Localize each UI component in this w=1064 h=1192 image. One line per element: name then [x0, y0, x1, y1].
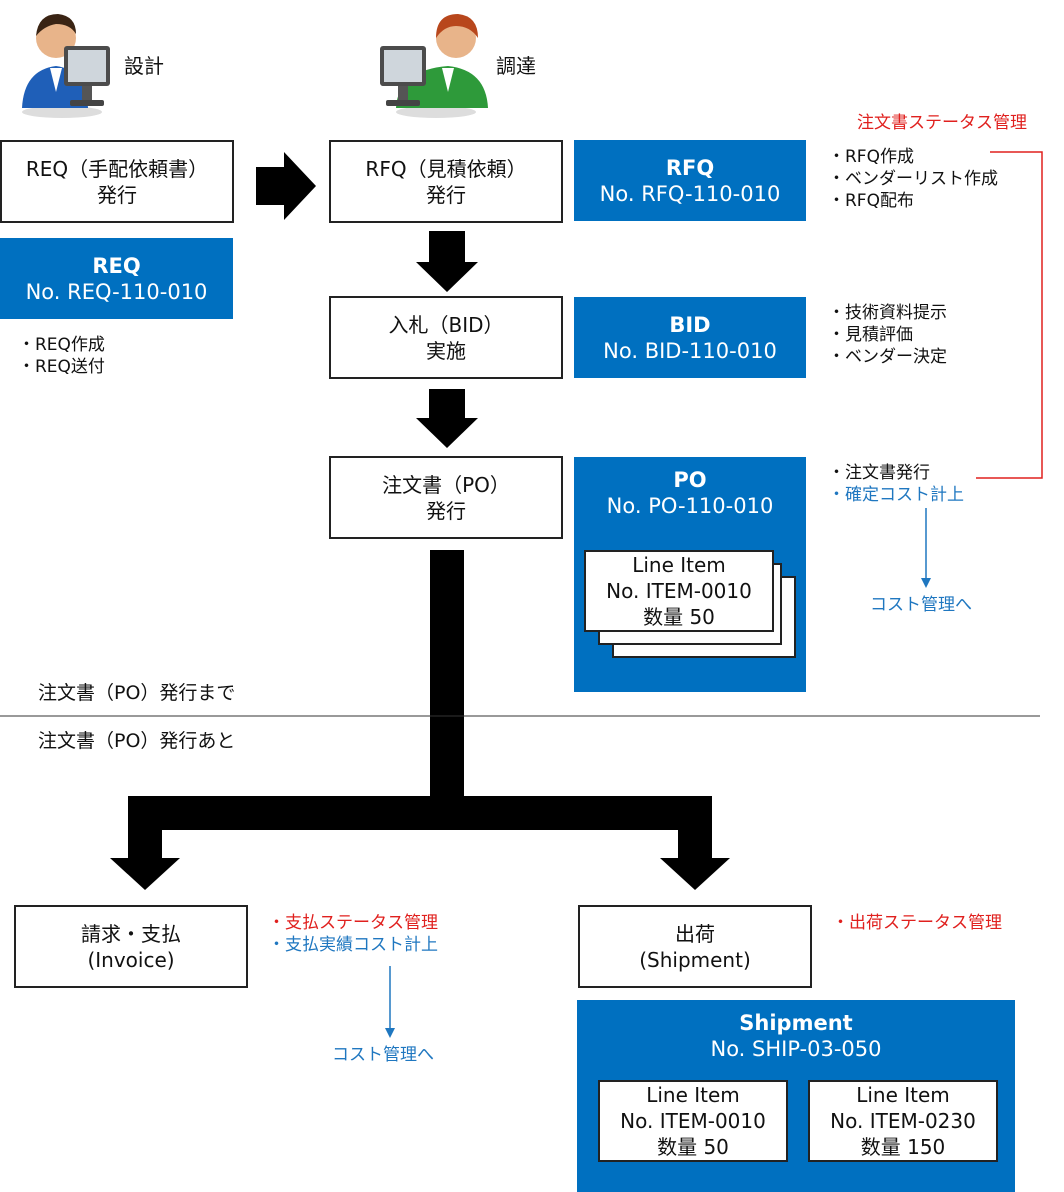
po-status-bracket: [976, 151, 1043, 479]
shipment-line-item: Line Item No. ITEM-0230 数量 150: [808, 1080, 998, 1162]
bid-box-line1: 入札（BID）: [388, 312, 504, 337]
req-doc-number: No. REQ-110-010: [25, 279, 208, 304]
cost-arrow-invoice: [385, 1028, 395, 1038]
po-line-item-qty: 数量 50: [643, 605, 715, 629]
bid-note: ・ベンダー決定: [828, 347, 947, 367]
procurement-person-icon: [380, 14, 488, 118]
po-box-line2: 発行: [426, 498, 466, 523]
req-note: ・REQ作成: [18, 335, 105, 355]
po-issue-box: 注文書（PO） 発行: [329, 456, 563, 539]
invoice-note-to-cost: コスト管理へ: [332, 1045, 434, 1065]
po-note-to-cost: コスト管理へ: [870, 595, 972, 615]
bid-note: ・技術資料提示: [828, 303, 947, 323]
invoice-box-line2: (Invoice): [87, 947, 175, 972]
invoice-box: 請求・支払 (Invoice): [14, 905, 248, 988]
po-line-item-number: No. ITEM-0010: [606, 579, 752, 603]
cost-arrow-po: [921, 578, 931, 588]
invoice-note-status: ・支払ステータス管理: [268, 913, 438, 933]
rfq-doc-title: RFQ: [665, 155, 715, 180]
rfq-note: ・RFQ作成: [828, 147, 914, 167]
rfq-box-line1: RFQ（見積依頼）: [365, 156, 527, 181]
bid-note: ・見積評価: [828, 325, 913, 345]
shipment-box-line2: (Shipment): [639, 947, 751, 972]
rfq-issue-box: RFQ（見積依頼） 発行: [329, 140, 563, 223]
shipment-box: 出荷 (Shipment): [578, 905, 812, 988]
rfq-note: ・ベンダーリスト作成: [828, 169, 998, 189]
invoice-box-line1: 請求・支払: [81, 921, 181, 946]
bid-box-line2: 実施: [426, 338, 466, 363]
po-note-fixed-cost: ・確定コスト計上: [828, 485, 964, 505]
bid-document: BID No. BID-110-010: [574, 297, 806, 378]
req-doc-title: REQ: [92, 253, 141, 278]
designer-person-icon: [22, 14, 110, 118]
shipment-line-item-title: Line Item: [856, 1083, 950, 1107]
shipment-note-status: ・出荷ステータス管理: [832, 913, 1002, 933]
shipment-line-item-number: No. ITEM-0230: [830, 1109, 976, 1133]
req-issue-box: REQ（手配依頼書） 発行: [0, 140, 234, 223]
po-doc-title: PO: [673, 468, 707, 492]
bid-box: 入札（BID） 実施: [329, 296, 563, 379]
shipment-line-item-qty: 数量 150: [860, 1135, 946, 1159]
po-doc-number: No. PO-110-010: [606, 494, 774, 518]
po-line-item-title: Line Item: [632, 553, 726, 577]
shipment-doc-number: No. SHIP-03-050: [710, 1037, 882, 1061]
rfq-doc-number: No. RFQ-110-010: [599, 181, 781, 206]
arrow-bid-to-po: [416, 389, 478, 448]
req-note: ・REQ送付: [18, 357, 105, 377]
shipment-line-item: Line Item No. ITEM-0010 数量 50: [598, 1080, 788, 1162]
bid-notes: ・技術資料提示 ・見積評価 ・ベンダー決定: [828, 302, 947, 368]
req-box-line1: REQ（手配依頼書）: [25, 156, 209, 181]
bid-doc-number: No. BID-110-010: [603, 338, 777, 363]
po-box-line1: 注文書（PO）: [382, 472, 510, 497]
role-design-label: 設計: [124, 54, 164, 78]
po-note-issue: ・注文書発行: [828, 463, 930, 483]
rfq-document: RFQ No. RFQ-110-010: [574, 140, 806, 221]
branch-arrow: [110, 550, 730, 890]
po-status-label: 注文書ステータス管理: [857, 113, 1027, 133]
phase-before-label: 注文書（PO）発行まで: [38, 682, 236, 704]
po-line-item: Line Item No. ITEM-0010 数量 50: [584, 550, 774, 632]
arrow-req-to-rfq: [256, 152, 316, 220]
rfq-notes: ・RFQ作成 ・ベンダーリスト作成 ・RFQ配布: [828, 146, 998, 212]
invoice-note-actual-cost: ・支払実績コスト計上: [268, 935, 438, 955]
shipment-line-item-number: No. ITEM-0010: [620, 1109, 766, 1133]
req-box-line2: 発行: [97, 182, 137, 207]
bid-doc-title: BID: [669, 312, 711, 337]
shipment-doc-title: Shipment: [739, 1011, 853, 1035]
shipment-box-line1: 出荷: [675, 921, 715, 946]
rfq-box-line2: 発行: [426, 182, 466, 207]
req-document: REQ No. REQ-110-010: [0, 238, 233, 319]
shipment-line-item-qty: 数量 50: [657, 1135, 729, 1159]
req-notes: ・REQ作成 ・REQ送付: [18, 334, 105, 378]
shipment-line-item-title: Line Item: [646, 1083, 740, 1107]
arrow-rfq-to-bid: [416, 231, 478, 292]
phase-after-label: 注文書（PO）発行あと: [38, 730, 236, 752]
role-procurement-label: 調達: [496, 54, 536, 78]
rfq-note: ・RFQ配布: [828, 191, 914, 211]
